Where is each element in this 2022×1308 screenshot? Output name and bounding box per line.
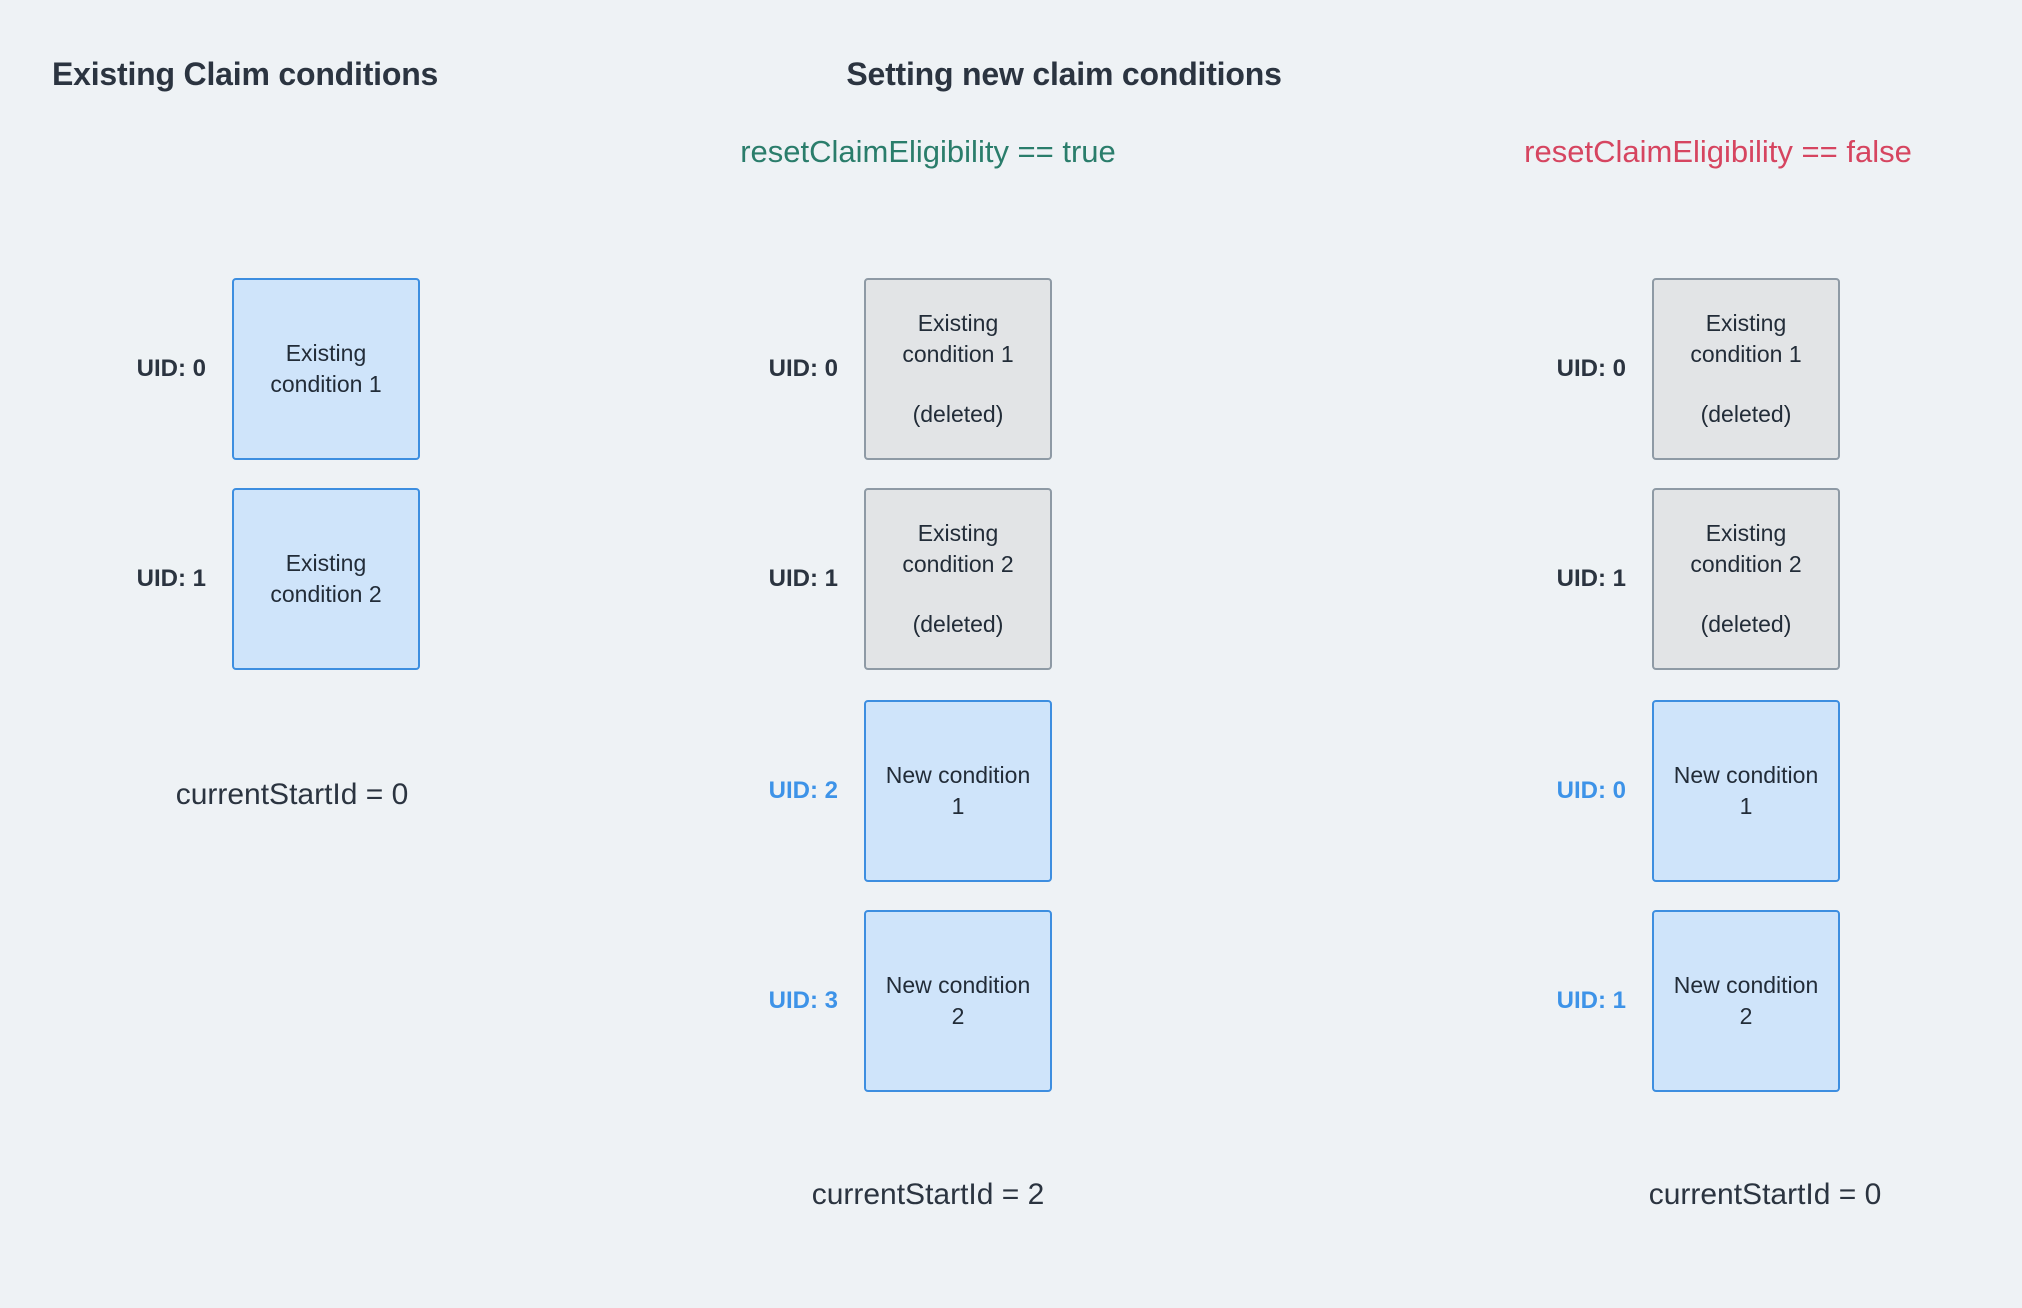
uid-label: UID: 3	[768, 987, 838, 1014]
condition-row: UID: 0 Existing condition 1 (deleted)	[718, 278, 1052, 460]
condition-box-title: New condition 1	[885, 762, 1031, 819]
condition-row: UID: 1 Existing condition 2	[86, 488, 420, 670]
page-title-setting-new-claim-conditions: Setting new claim conditions	[846, 56, 1282, 92]
uid-label: UID: 1	[1556, 565, 1626, 592]
condition-row: UID: 0 Existing condition 1 (deleted)	[1506, 278, 1840, 460]
condition-box: New condition 1	[864, 700, 1052, 882]
condition-row: UID: 2 New condition 1	[718, 700, 1052, 882]
flag-reset-claim-eligibility-true: resetClaimEligibility == true	[740, 134, 1116, 169]
uid-label: UID: 2	[768, 777, 838, 804]
condition-box: New condition 2	[1652, 910, 1840, 1092]
condition-box-title: Existing condition 1	[270, 340, 382, 397]
condition-box-title: New condition 2	[885, 972, 1031, 1029]
uid-label: UID: 1	[1556, 987, 1626, 1014]
condition-box-title: Existing condition 1	[902, 310, 1014, 367]
current-start-id-reset-true: currentStartId = 2	[811, 1178, 1045, 1211]
condition-box-deleted-note: (deleted)	[912, 401, 1004, 428]
uid-label: UID: 0	[136, 355, 206, 382]
condition-box: New condition 1	[1652, 700, 1840, 882]
condition-row: UID: 1 New condition 2	[1506, 910, 1840, 1092]
condition-row: UID: 3 New condition 2	[718, 910, 1052, 1092]
condition-row: UID: 0 Existing condition 1	[86, 278, 420, 460]
uid-label: UID: 1	[136, 565, 206, 592]
flag-reset-claim-eligibility-false: resetClaimEligibility == false	[1524, 134, 1912, 169]
condition-row: UID: 1 Existing condition 2 (deleted)	[1506, 488, 1840, 670]
column-existing-conditions: UID: 0 Existing condition 1 UID: 1 Exist…	[0, 0, 660, 1308]
uid-label: UID: 0	[768, 355, 838, 382]
condition-box-title: Existing condition 2	[270, 550, 382, 607]
condition-box: Existing condition 1 (deleted)	[1652, 278, 1840, 460]
uid-label: UID: 0	[1556, 777, 1626, 804]
condition-box-title: Existing condition 1	[1690, 310, 1802, 367]
uid-label: UID: 0	[1556, 355, 1626, 382]
condition-box-deleted-note: (deleted)	[1700, 611, 1792, 638]
condition-box-title: Existing condition 2	[1690, 520, 1802, 577]
page-title-existing-claim-conditions: Existing Claim conditions	[52, 56, 439, 92]
condition-box-deleted-note: (deleted)	[1700, 401, 1792, 428]
condition-box: Existing condition 2 (deleted)	[864, 488, 1052, 670]
condition-box: Existing condition 1	[232, 278, 420, 460]
condition-box-title: New condition 1	[1673, 762, 1819, 819]
condition-box-deleted-note: (deleted)	[912, 611, 1004, 638]
condition-box-title: New condition 2	[1673, 972, 1819, 1029]
condition-box: Existing condition 2	[232, 488, 420, 670]
condition-box-title: Existing condition 2	[902, 520, 1014, 577]
current-start-id-reset-false: currentStartId = 0	[1648, 1178, 1882, 1211]
uid-label: UID: 1	[768, 565, 838, 592]
condition-box: Existing condition 2 (deleted)	[1652, 488, 1840, 670]
current-start-id-existing: currentStartId = 0	[175, 778, 409, 811]
column-reset-false: UID: 0 Existing condition 1 (deleted) UI…	[1460, 0, 2022, 1308]
condition-row: UID: 0 New condition 1	[1506, 700, 1840, 882]
condition-box: New condition 2	[864, 910, 1052, 1092]
column-reset-true: UID: 0 Existing condition 1 (deleted) UI…	[660, 0, 1340, 1308]
condition-row: UID: 1 Existing condition 2 (deleted)	[718, 488, 1052, 670]
condition-box: Existing condition 1 (deleted)	[864, 278, 1052, 460]
